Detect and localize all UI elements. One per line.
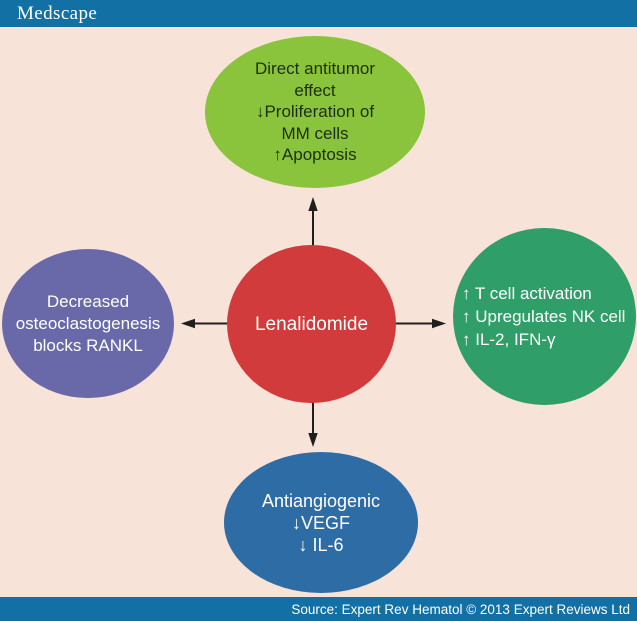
node-line: blocks RANKL <box>33 335 143 355</box>
node-antiangiogenic: Antiangiogenic ↓VEGF ↓ IL-6 <box>224 452 418 593</box>
node-line: ↓Proliferation of <box>255 102 375 122</box>
node-lenalidomide: Lenalidomide <box>227 245 396 403</box>
arrow-down-icon <box>308 402 318 447</box>
medscape-logo: Medscape <box>17 2 98 24</box>
node-line: effect <box>294 80 336 100</box>
footer-bar: Source: Expert Rev Hematol © 2013 Expert… <box>0 597 637 621</box>
node-line: Direct antitumor <box>255 59 375 79</box>
arrow-left-icon <box>181 318 228 329</box>
node-direct-antitumor: Direct antitumor effect ↓Proliferation o… <box>205 36 425 188</box>
center-node-label: Lenalidomide <box>254 313 369 335</box>
node-line: Antiangiogenic <box>261 490 381 511</box>
node-immune-activation: ↑ T cell activation ↑ Upregulates NK cel… <box>453 228 636 405</box>
source-text: Source: Expert Rev Hematol © 2013 Expert… <box>291 601 630 617</box>
node-line: ↑ Upregulates NK cell <box>462 307 626 326</box>
node-line: ↓ IL-6 <box>298 534 344 555</box>
node-line: ↑Apoptosis <box>273 145 357 165</box>
node-line: osteoclastogenesis <box>15 313 161 333</box>
node-line: Decreased <box>46 291 130 311</box>
node-line: ↑ IL-2, IFN-γ <box>462 330 556 349</box>
arrow-right-icon <box>395 318 446 329</box>
node-line: ↓VEGF <box>291 512 350 533</box>
node-osteoclastogenesis: Decreased osteoclastogenesis blocks RANK… <box>2 249 174 398</box>
arrow-up-icon <box>308 197 318 246</box>
node-line: MM cells <box>281 123 349 143</box>
header-bar: Medscape <box>0 0 637 27</box>
node-line: ↑ T cell activation <box>462 284 592 303</box>
